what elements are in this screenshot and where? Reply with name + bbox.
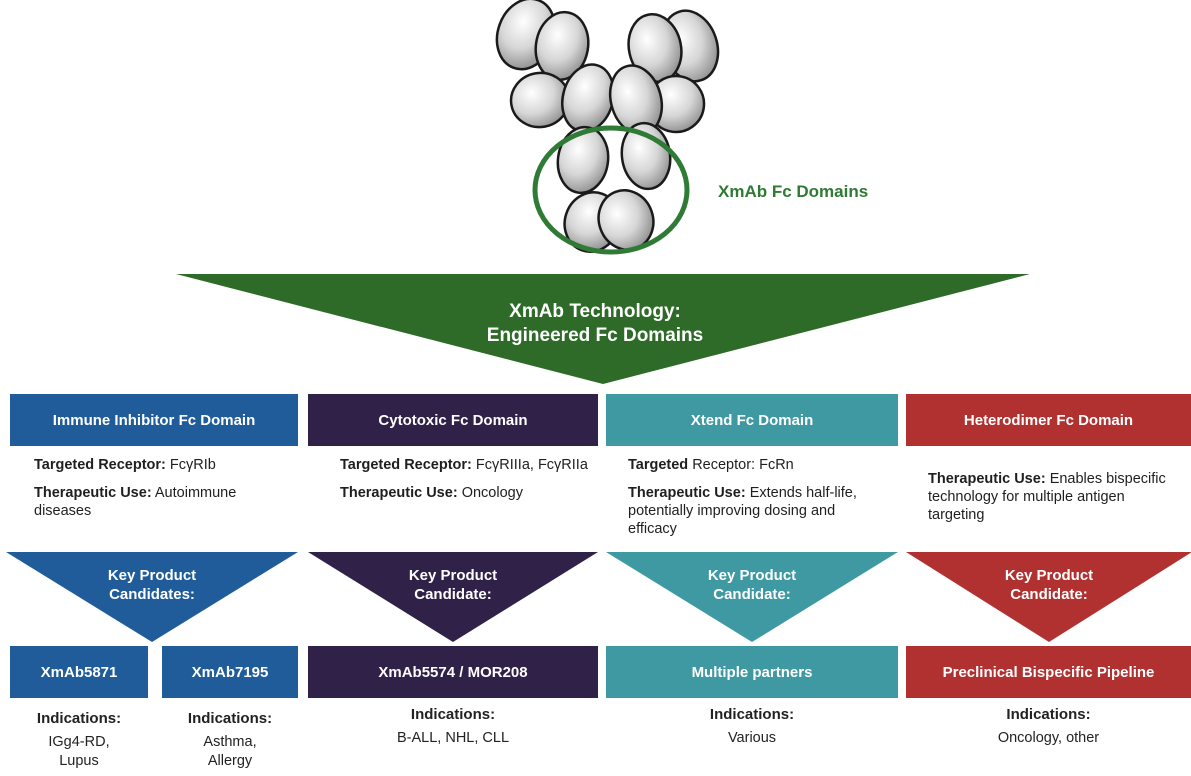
candidate-triangle-immune-inhibitor [6, 552, 298, 642]
description-cytotoxic: Targeted Receptor: FcγRIIIa, FcγRIIa The… [340, 456, 590, 512]
product-xmab5574-mor208: XmAb5574 / MOR208 [378, 663, 528, 681]
product-xmab7195: XmAb7195 [191, 663, 269, 681]
product-bg-preclinical [906, 646, 1191, 698]
antibody-illustration [495, 0, 720, 253]
header-xtend: Xtend Fc Domain [690, 411, 814, 429]
indications-xmab7195: Indications: Asthma, Allergy [187, 710, 273, 769]
receptor-line: Targeted Receptor: FcRn [628, 457, 794, 473]
product-bg-xmab5574 [308, 646, 598, 698]
technology-title-line2: Engineered Fc Domains [486, 325, 704, 346]
header-cytotoxic: Cytotoxic Fc Domain [378, 411, 528, 429]
product-preclinical-bispecific: Preclinical Bispecific Pipeline [942, 663, 1155, 681]
header-heterodimer: Heterodimer Fc Domain [963, 411, 1134, 429]
use-line: Therapeutic Use: Oncology [340, 485, 523, 501]
candidate-label-cytotoxic: Key Product Candidate: [408, 567, 498, 603]
technology-title-line1: XmAb Technology: [509, 301, 681, 322]
receptor-line: Targeted Receptor: FcγRIIIa, FcγRIIa [340, 457, 588, 473]
header-bg-immune-inhibitor [10, 394, 298, 446]
fc-domain-highlight-ring [532, 125, 690, 255]
header-bg-cytotoxic [308, 394, 598, 446]
header-immune-inhibitor: Immune Inhibitor Fc Domain [52, 411, 256, 429]
description-heterodimer: Therapeutic Use: Enables bispecific tech… [928, 470, 1184, 534]
product-xmab5871: XmAb5871 [40, 663, 118, 681]
candidate-label-heterodimer: Key Product Candidate: [1004, 567, 1094, 603]
description-xtend: Targeted Receptor: FcRn Therapeutic Use:… [628, 456, 886, 548]
indications-xmab5871: Indications: IGg4-RD, Lupus [36, 710, 122, 769]
technology-title: XmAb Technology: Engineered Fc Domains [380, 300, 810, 348]
indications-preclinical: Indications: Oncology, other [997, 706, 1100, 746]
indications-xmab5574: Indications: B-ALL, NHL, CLL [396, 706, 510, 746]
fc-domains-label: XmAb Fc Domains [718, 182, 869, 201]
product-bg-xmab7195 [162, 646, 298, 698]
candidate-triangle-cytotoxic [308, 552, 598, 642]
indications-multiple-partners: Indications: Various [709, 706, 795, 746]
receptor-line: Targeted Receptor: FcγRIb [34, 457, 216, 473]
candidate-label-immune-inhibitor: Key Product Candidates: [107, 567, 197, 603]
candidate-triangle-xtend [606, 552, 898, 642]
product-bg-xmab5871 [10, 646, 148, 698]
product-multiple-partners: Multiple partners [691, 663, 813, 681]
use-line: Therapeutic Use: Enables bispecific tech… [928, 471, 1166, 523]
use-line: Therapeutic Use: Autoimmune diseases [34, 485, 237, 519]
header-bg-heterodimer [906, 394, 1191, 446]
candidate-label-xtend: Key Product Candidate: [707, 567, 797, 603]
product-bg-multiple [606, 646, 898, 698]
technology-funnel [176, 274, 1030, 384]
use-line: Therapeutic Use: Extends half-life, pote… [628, 485, 857, 537]
antibody-fc-left-upper [556, 125, 610, 195]
header-bg-xtend [606, 394, 898, 446]
description-immune-inhibitor: Targeted Receptor: FcγRIb Therapeutic Us… [34, 456, 290, 530]
candidate-triangle-heterodimer [906, 552, 1191, 642]
